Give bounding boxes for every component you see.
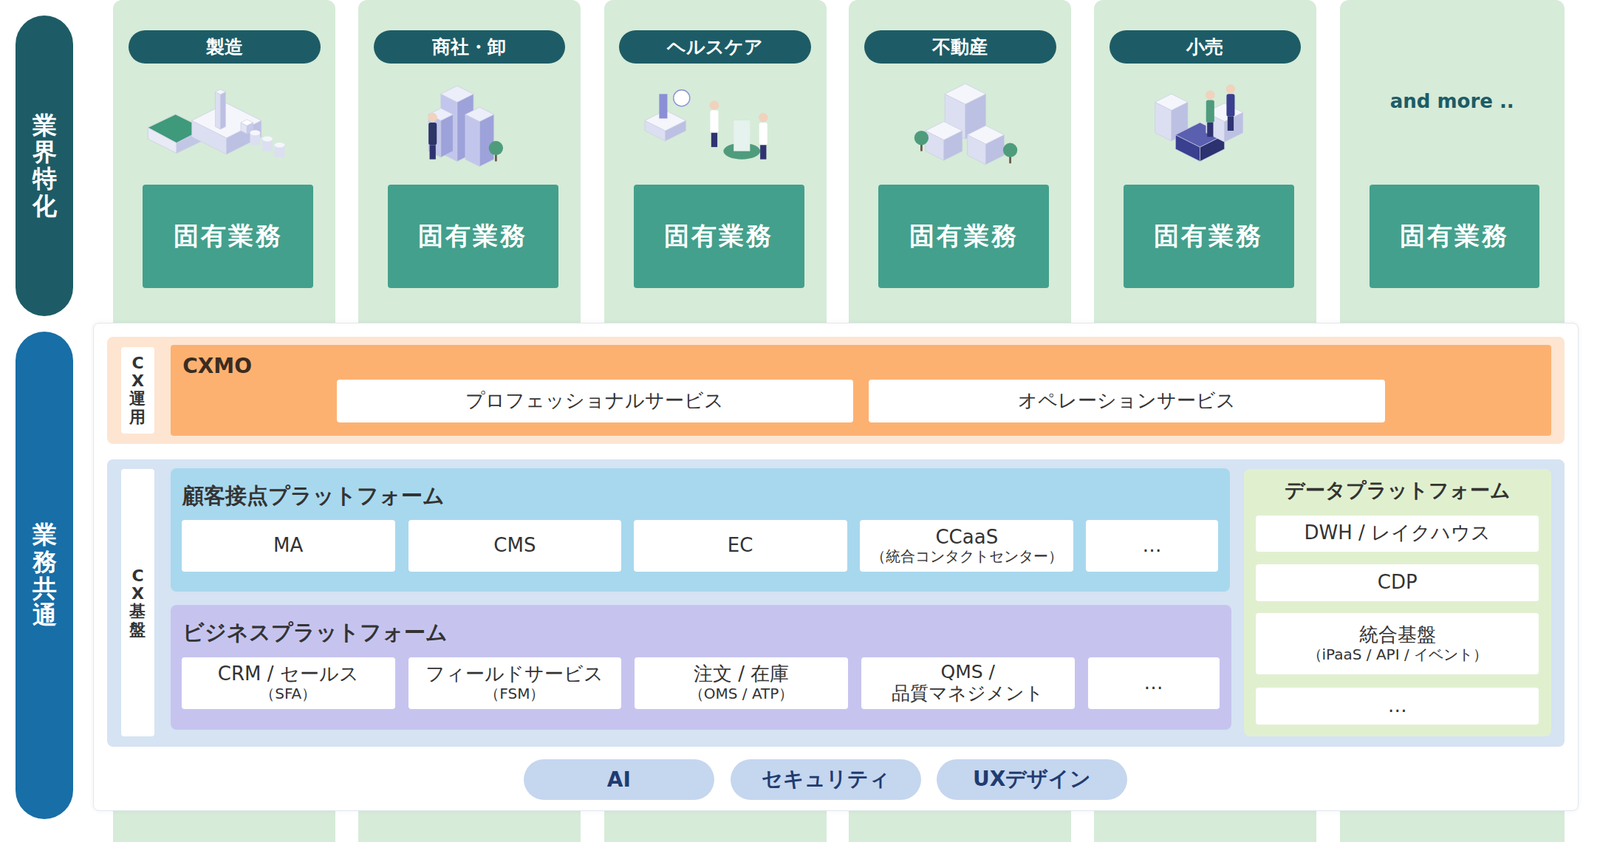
service-box: プロフェッショナルサービス: [336, 379, 854, 423]
box-label: 固有業務: [1153, 219, 1264, 254]
box-label: …: [1144, 672, 1164, 695]
service-box: CDP: [1255, 564, 1539, 602]
industry-header: 不動産: [864, 30, 1057, 63]
business-box: 固有業務: [1369, 184, 1541, 289]
box-label: …: [1142, 534, 1162, 557]
business-box: 固有業務: [142, 184, 314, 289]
box-sublabel: （OMS / ATP）: [689, 685, 795, 703]
box-label: 業務共通: [32, 521, 57, 629]
box-label: UXデザイン: [972, 765, 1092, 794]
box-label: 固有業務: [173, 219, 283, 254]
service-box: CCaaS（統合コンタクトセンター）: [859, 520, 1074, 572]
box-sublabel: （iPaaS / API / イベント）: [1307, 646, 1488, 664]
side-category-pill: 業務共通: [15, 331, 74, 820]
more-label: and more ..: [1339, 90, 1565, 113]
service-box: オペレーションサービス: [868, 379, 1386, 423]
box-label: 統合基盤: [1359, 624, 1437, 647]
business-box: 固有業務: [878, 184, 1049, 289]
service-box: QMS / 品質マネジメント: [861, 657, 1075, 710]
side-category-pill: 業界特化: [15, 15, 74, 317]
platform-heading: 顧客接点プラットフォーム: [182, 481, 445, 512]
service-box: CMS: [408, 520, 622, 572]
box-label: QMS / 品質マネジメント: [883, 661, 1053, 705]
service-box: EC: [633, 520, 848, 572]
service-box: フィールドサービス（FSM）: [408, 657, 622, 710]
service-box: …: [1088, 657, 1220, 710]
service-box: MA: [181, 520, 396, 572]
box-label: MA: [273, 534, 303, 557]
platform-box: CRM / セールス（SFA）フィールドサービス（FSM）注文 / 在庫（OMS…: [170, 604, 1233, 730]
box-label: 注文 / 在庫: [693, 663, 789, 686]
box-label: CRM / セールス: [217, 663, 360, 686]
box-label: 固有業務: [418, 219, 528, 254]
box-label: プロフェッショナルサービス: [465, 390, 724, 413]
business-box: 固有業務: [387, 184, 559, 289]
box-sublabel: （FSM）: [484, 685, 545, 703]
box-label: CMS: [493, 534, 536, 557]
service-box: DWH / レイクハウス: [1255, 515, 1539, 553]
cxmo-box: プロフェッショナルサービス オペレーションサービス CXMO: [170, 344, 1552, 436]
capability-pill: UXデザイン: [936, 759, 1128, 800]
box-label: CCaaS: [935, 526, 998, 549]
capability-pill: AI: [523, 759, 715, 800]
box-label: …: [1387, 695, 1408, 718]
box-label: 固有業務: [1399, 219, 1510, 254]
business-box: 固有業務: [633, 184, 805, 289]
box-label: AI: [607, 767, 631, 792]
industry-header: 商社・卸: [373, 30, 566, 63]
service-box: …: [1085, 520, 1219, 572]
box-label: DWH / レイクハウス: [1303, 522, 1491, 545]
platform-heading: CXMO: [182, 353, 252, 379]
data-platform-box: DWH / レイクハウス CDP 統合基盤（iPaaS / API / イベント） ……: [1243, 469, 1552, 737]
platform-box: MA CMS EC CCaaS（統合コンタクトセンター） … 顧客接点プラットフォーム: [170, 468, 1230, 592]
box-label: EC: [727, 534, 754, 557]
box-label: 業界特化: [32, 112, 57, 220]
box-sublabel: （統合コンタクトセンター）: [870, 548, 1063, 566]
box-label: セキュリティ: [761, 765, 891, 794]
box-sublabel: （SFA）: [260, 685, 317, 703]
industry-header: ヘルスケア: [619, 30, 812, 63]
platform-heading: データプラットフォーム: [1243, 477, 1552, 504]
section-band: プロフェッショナルサービス オペレーションサービス CXMO CX運用: [107, 336, 1565, 444]
section-label: CX運用: [121, 347, 154, 434]
section-label: CX基盤: [121, 469, 154, 737]
business-box: 固有業務: [1123, 184, 1295, 289]
platform-heading: ビジネスプラットフォーム: [182, 618, 448, 648]
box-label: フィールドサービス: [425, 663, 604, 686]
service-box: 注文 / 在庫（OMS / ATP）: [634, 657, 849, 710]
box-label: オペレーションサービス: [1017, 390, 1236, 413]
service-box: 統合基盤（iPaaS / API / イベント）: [1255, 613, 1539, 675]
box-label: CDP: [1377, 571, 1418, 594]
service-box: …: [1255, 687, 1539, 725]
service-box: CRM / セールス（SFA）: [181, 657, 396, 710]
industry-header: 小売: [1109, 30, 1302, 63]
industry-header: 製造: [128, 30, 321, 63]
capability-pill: セキュリティ: [730, 759, 922, 800]
box-label: 固有業務: [909, 219, 1019, 254]
section-band: MA CMS EC CCaaS（統合コンタクトセンター） … 顧客接点プラットフォーム CR…: [107, 459, 1565, 748]
box-label: 固有業務: [664, 219, 774, 254]
